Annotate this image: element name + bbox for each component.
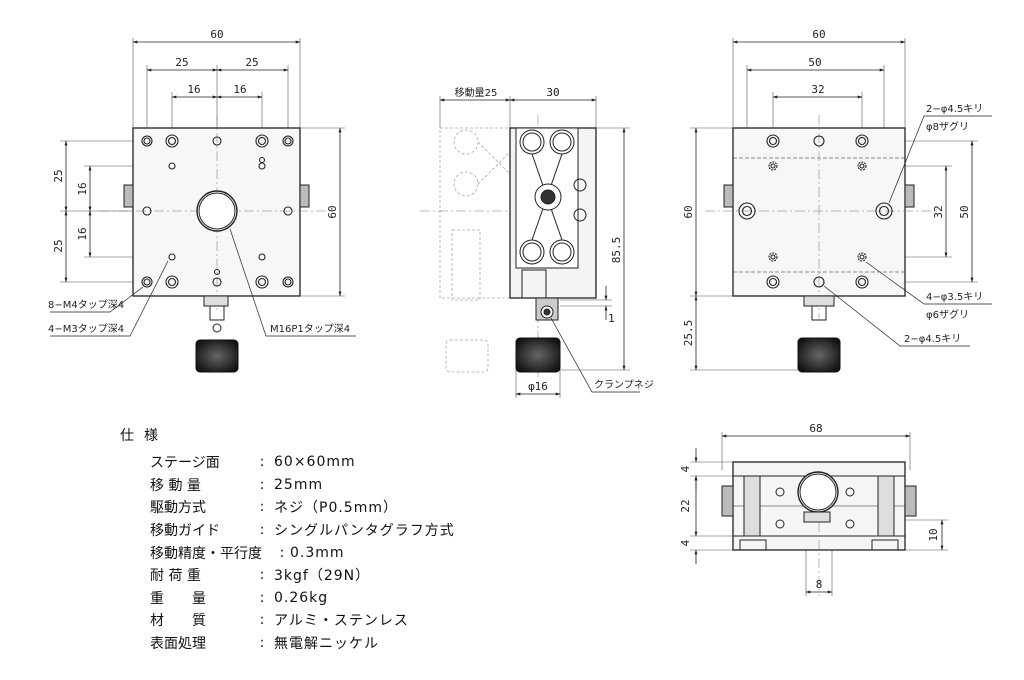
spec-value: 0.26kg (274, 589, 329, 606)
spec-row: 表面処理: 無電解ニッケル (120, 632, 455, 655)
spec-row: 移 動 量:25mm (120, 474, 455, 497)
side-dim-height: 85.5 (610, 237, 623, 264)
spec-key: ステージ面 (150, 455, 220, 472)
spec-row: 重 量:0.26kg (120, 587, 455, 610)
spec-row: ステージ面:60×60mm (120, 451, 455, 474)
front-dim-v16a: 16 (76, 182, 89, 195)
front-dim-16a: 16 (187, 83, 200, 96)
side-dim-knob-dia: φ16 (528, 380, 548, 393)
side-dim-travel: 移動量25 (455, 86, 498, 99)
bottom-dim-10: 10 (927, 528, 940, 541)
spec-key: 移動精度・平行度 (150, 545, 262, 562)
spec-row: 耐 荷 重:3kgf（29N） (120, 564, 455, 587)
spec-row: 駆動方式: ネジ（P0.5mm） (120, 496, 455, 519)
front-dim-v25b: 25 (52, 239, 65, 252)
note-m16-tap: M16P1タップ深4 (270, 323, 350, 335)
note-2-phi45-b: 2−φ4.5キリ (904, 334, 961, 345)
bottom-dim-8: 8 (816, 578, 823, 591)
spec-colon: : (259, 589, 265, 606)
spec-colon: : (259, 635, 265, 652)
bf-dim-32: 32 (811, 83, 824, 96)
side-dim-1: 1 (608, 312, 615, 325)
spec-value: シングルパンタグラフ方式 (274, 523, 455, 540)
spec-value: 3kgf（29N） (274, 568, 371, 585)
note-m3-tap: 4−M3タップ深4 (48, 323, 124, 335)
bottom-view (690, 432, 948, 596)
front-dim-height: 60 (326, 205, 339, 218)
side-dim-30: 30 (546, 86, 559, 99)
front-dim-25a: 25 (175, 56, 188, 69)
spec-row: 移動精度・平行度:0.3mm (120, 541, 455, 564)
spec-key: 表面処理 (150, 636, 206, 653)
note-phi8-counterbore: φ8ザグリ (926, 120, 969, 133)
bottom-dim-4a: 4 (679, 465, 692, 472)
spec-key: 駆動方式 (150, 500, 206, 517)
spec-colon: : (279, 544, 285, 561)
spec-key: 材 質 (150, 613, 206, 630)
bf-dim-v32: 32 (932, 205, 945, 218)
spec-value: ネジ（P0.5mm） (274, 500, 398, 517)
front-dim-width: 60 (210, 28, 223, 41)
spec-key: 耐 荷 重 (150, 568, 201, 585)
spec-title: 仕様 (120, 428, 168, 444)
spec-value: 60×60mm (274, 454, 356, 471)
spec-key: 移 動 量 (150, 477, 201, 494)
spec-colon: : (259, 499, 265, 516)
spec-row: 移動ガイド: シングルパンタグラフ方式 (120, 519, 455, 542)
front-dim-16b: 16 (233, 83, 246, 96)
bf-dim-50: 50 (808, 56, 821, 69)
spec-table: 仕様 ステージ面:60×60mm 移 動 量:25mm 駆動方式:ネジ（P0.5… (120, 425, 455, 654)
spec-value: 0.3mm (290, 544, 345, 561)
bottom-dim-22: 22 (679, 499, 692, 512)
note-phi6-counterbore: φ6ザグリ (926, 308, 969, 321)
spec-key: 重 量 (150, 590, 206, 607)
bottom-face-view (690, 38, 992, 373)
bf-dim-60: 60 (812, 28, 825, 41)
bf-dim-v60: 60 (682, 205, 695, 218)
spec-colon: : (259, 567, 265, 584)
spec-colon: : (259, 476, 265, 493)
spec-value: アルミ・ステンレス (274, 613, 409, 630)
front-dim-v25a: 25 (52, 169, 65, 182)
bottom-face-dim-labels: 60 50 32 60 32 50 25.5 2−φ4.5キリ φ8ザグリ 4−… (682, 28, 983, 346)
note-2-phi45-a: 2−φ4.5キリ (926, 104, 983, 115)
bottom-dim-labels: 68 4 22 4 10 8 (679, 422, 940, 591)
front-dim-labels: 60 25 25 16 16 25 16 16 25 60 8−M4タップ深4 … (48, 28, 350, 335)
spec-colon: : (259, 612, 265, 629)
note-clamp-screw: クランプネジ (594, 379, 654, 391)
spec-row: 材 質: アルミ・ステンレス (120, 609, 455, 632)
front-dim-v16b: 16 (76, 227, 89, 240)
bf-dim-25-5: 25.5 (682, 320, 695, 347)
spec-value: 無電解ニッケル (274, 636, 379, 653)
front-view (50, 38, 356, 373)
front-dim-25b: 25 (245, 56, 258, 69)
side-dim-labels: 移動量25 30 85.5 1 φ16 クランプネジ (455, 86, 654, 393)
bf-dim-v50: 50 (958, 205, 971, 218)
note-m4-tap: 8−M4タップ深4 (48, 299, 124, 311)
spec-key: 移動ガイド (150, 523, 220, 540)
bottom-dim-68: 68 (809, 422, 822, 435)
spec-colon: : (259, 454, 265, 471)
spec-value: 25mm (274, 476, 324, 493)
bottom-dim-4b: 4 (679, 539, 692, 546)
spec-colon: : (259, 522, 265, 539)
note-4-phi35: 4−φ3.5キリ (926, 292, 983, 303)
side-view (420, 96, 640, 398)
